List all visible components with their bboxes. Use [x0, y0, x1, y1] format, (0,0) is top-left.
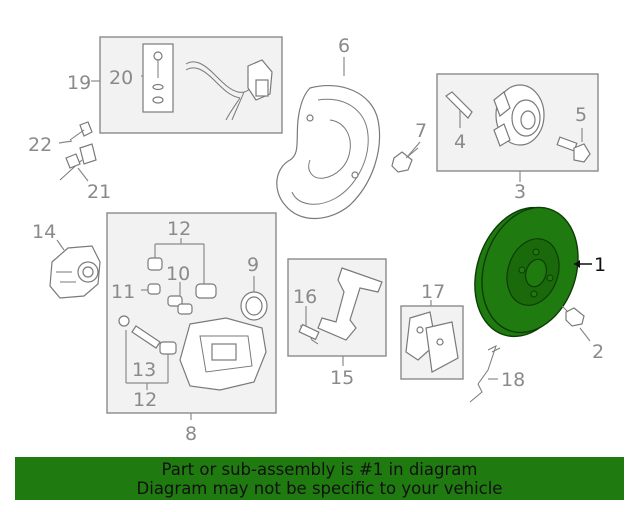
- callout-19: 19: [67, 72, 91, 94]
- banner-line-disclaimer: Diagram may not be specific to your vehi…: [136, 479, 503, 498]
- shield-bolt-illustration: [391, 147, 419, 173]
- callout-15: 15: [330, 367, 354, 389]
- caliper-kit-illustration: [118, 257, 268, 391]
- callout-3: 3: [514, 181, 526, 203]
- info-banner: Part or sub-assembly is #1 in diagram Di…: [15, 457, 624, 500]
- callout-12-bottom: 12: [133, 389, 157, 411]
- callout-18: 18: [501, 369, 525, 391]
- callout-6: 6: [338, 35, 350, 57]
- pad-clip-illustration: [469, 345, 501, 403]
- callout-4: 4: [454, 131, 466, 153]
- callout-22: 22: [28, 134, 52, 156]
- callout-5: 5: [575, 104, 587, 126]
- bracket-group-box: [287, 258, 387, 357]
- callout-14: 14: [32, 221, 56, 243]
- callout-11: 11: [111, 281, 135, 303]
- guide-bolt-illustration: [59, 121, 97, 181]
- abs-sensor-illustration: [142, 43, 273, 121]
- callout-20: 20: [109, 67, 133, 89]
- dust-shield-illustration: [276, 84, 381, 220]
- callout-1: 1: [594, 254, 606, 276]
- callout-13: 13: [132, 359, 156, 381]
- callout-2: 2: [592, 341, 604, 363]
- hub-assembly-illustration: [445, 84, 591, 163]
- rotor-screw-illustration: [561, 305, 585, 327]
- caliper-bracket-illustration: [298, 267, 383, 345]
- callout-17: 17: [421, 281, 445, 303]
- callout-16: 16: [293, 286, 317, 308]
- caliper-housing-illustration: [49, 245, 101, 299]
- callout-labels: 1 2 3 4 5 6 7 8 9 10 11 12 13 12 14 15 1…: [28, 35, 606, 445]
- callout-7: 7: [415, 120, 427, 142]
- callout-12-top: 12: [167, 218, 191, 240]
- leader-lines: [56, 57, 592, 420]
- callout-9: 9: [247, 254, 259, 276]
- callout-10: 10: [166, 263, 190, 285]
- banner-line-part-number: Part or sub-assembly is #1 in diagram: [161, 460, 478, 479]
- brake-pads-illustration: [405, 311, 459, 373]
- brake-rotor-highlighted: [474, 206, 579, 338]
- callout-8: 8: [185, 423, 197, 445]
- callout-21: 21: [87, 181, 111, 203]
